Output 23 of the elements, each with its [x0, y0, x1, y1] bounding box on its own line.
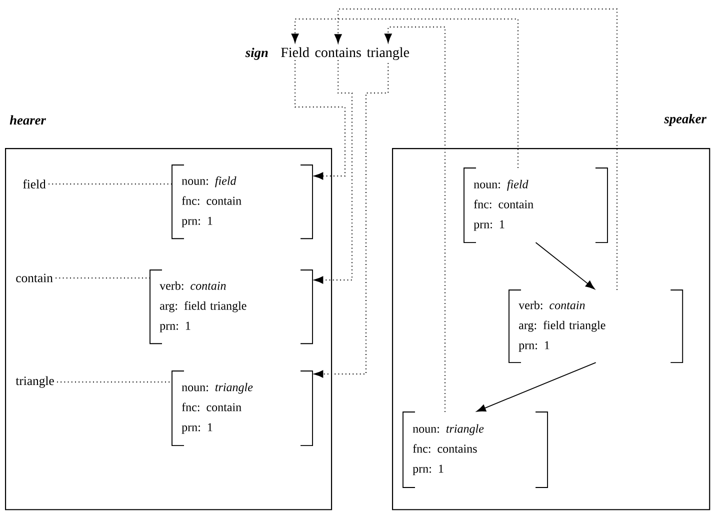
bracket-box: noun: field fnc: contain prn: 1 — [464, 168, 608, 243]
arrow — [384, 26, 446, 412]
word: field — [23, 179, 46, 189]
word: contains — [315, 48, 361, 58]
arrow — [291, 18, 518, 168]
panel-heading: hearer — [10, 115, 46, 125]
arrow — [334, 8, 618, 290]
bracket-box: verb: contain arg: field triangle prn: 1 — [150, 270, 313, 344]
word: triangle — [16, 376, 54, 388]
arrow — [535, 242, 595, 290]
sign-label: sign — [245, 48, 268, 60]
bracket-box: verb: contain arg: field triangle prn: 1 — [508, 290, 684, 363]
word: Field — [281, 47, 310, 58]
arrow — [314, 60, 352, 284]
word: contain — [16, 274, 53, 282]
bracket-box: noun: triangle fnc: contain prn: 1 — [172, 370, 313, 446]
arrow — [314, 62, 389, 378]
arrow — [476, 362, 596, 412]
bracket-box: noun: triangle fnc: contains prn: 1 — [402, 412, 548, 488]
bracket-box: noun: field fnc: contain prn: 1 — [172, 164, 313, 240]
arrow — [294, 60, 346, 180]
word: triangle — [366, 47, 410, 60]
panel-heading: speaker — [664, 114, 706, 126]
